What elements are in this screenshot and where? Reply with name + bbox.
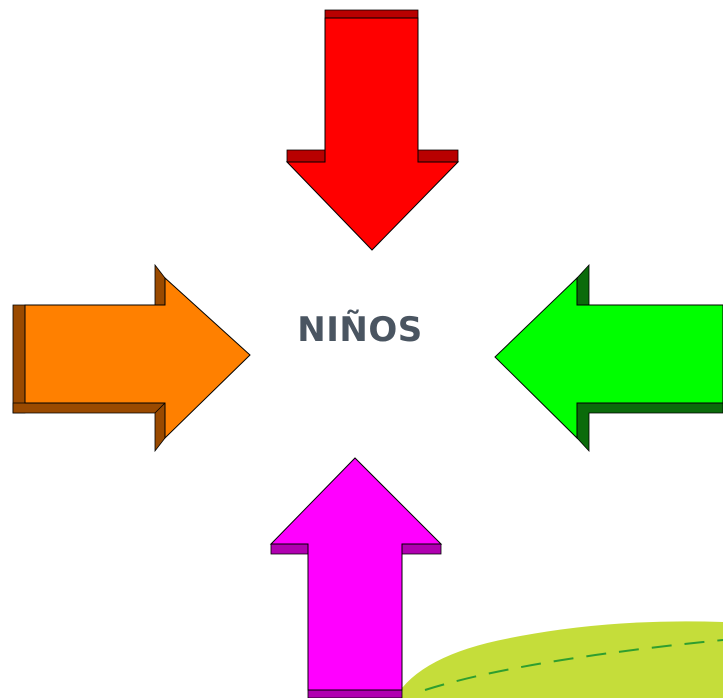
center-label: NIÑOS <box>297 310 423 350</box>
arrow-down-red <box>285 9 460 251</box>
arrow-left-green <box>494 263 723 453</box>
arrow-right-orange <box>12 263 251 453</box>
hill-decoration <box>395 621 723 698</box>
arrow-up-magenta <box>269 457 443 698</box>
